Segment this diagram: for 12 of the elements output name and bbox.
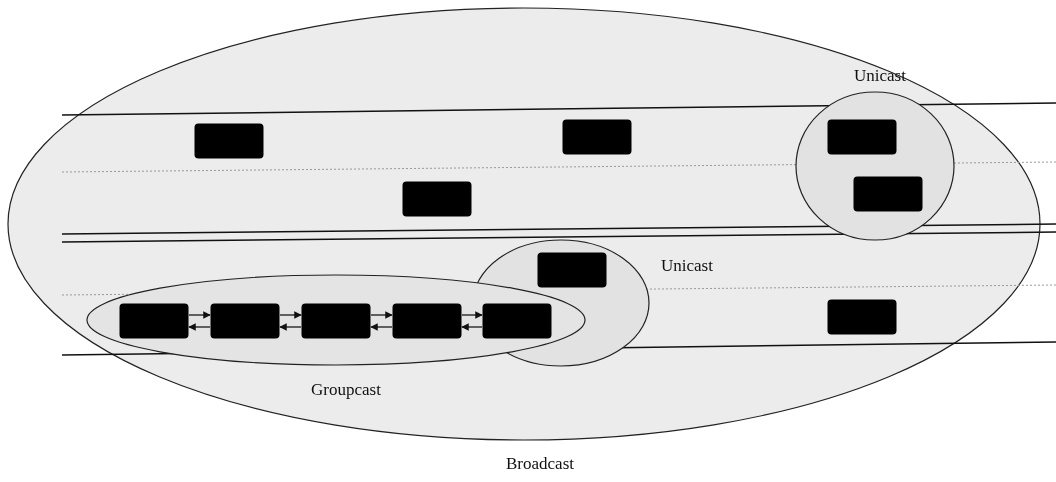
arrow — [370, 311, 393, 319]
arrow — [370, 323, 393, 331]
cast-type-label: Unicast — [853, 66, 907, 86]
arrow — [279, 323, 302, 331]
arrow — [461, 323, 483, 331]
arrow — [279, 311, 302, 319]
arrow — [461, 311, 483, 319]
cast-type-label: Unicast — [660, 256, 714, 276]
arrow — [188, 323, 211, 331]
arrow — [188, 311, 211, 319]
cast-type-label: Broadcast — [505, 454, 575, 474]
cast-type-label: Groupcast — [310, 380, 382, 400]
